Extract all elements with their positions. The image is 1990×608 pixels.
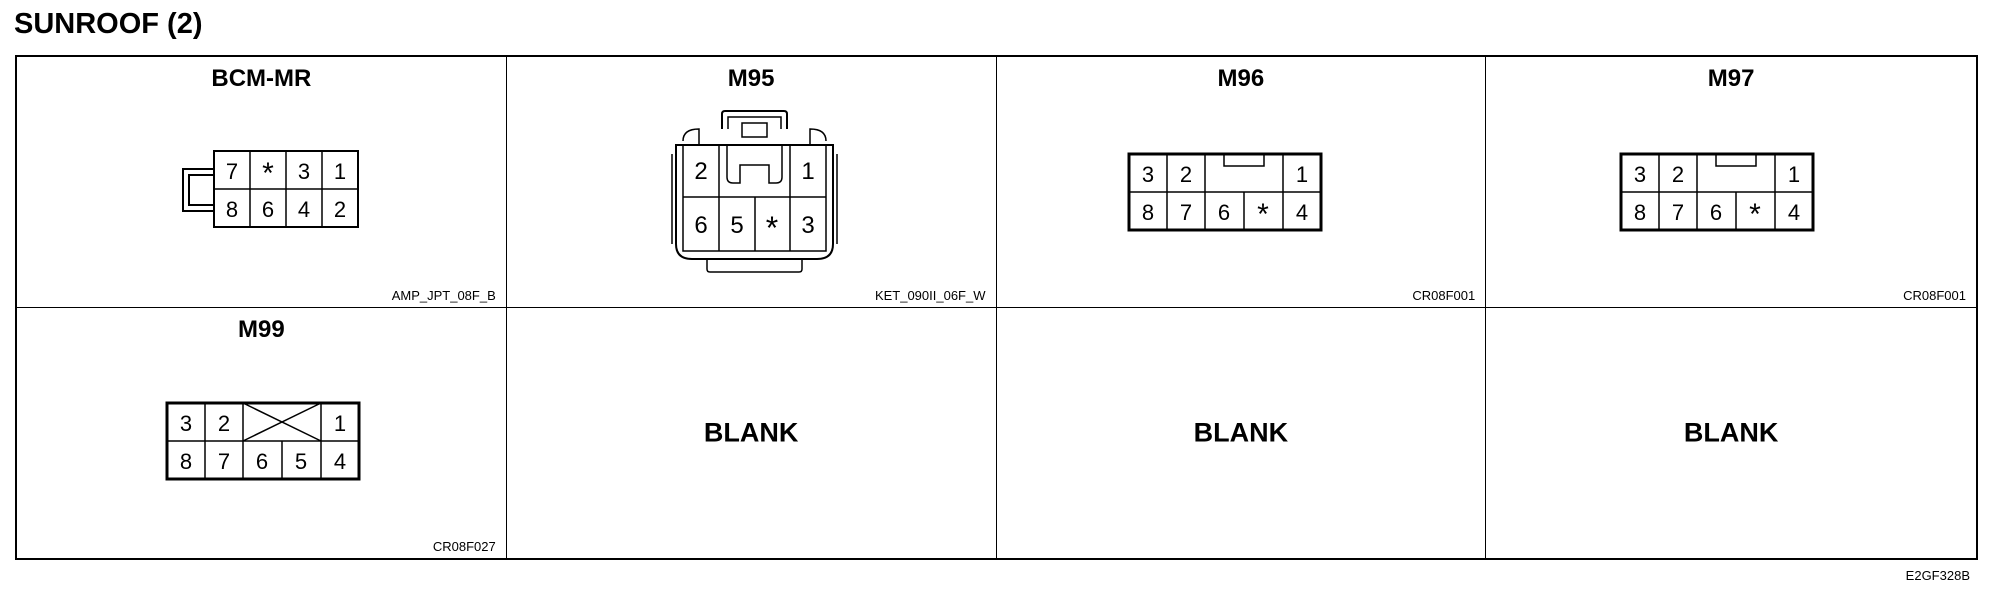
blank-cell: BLANK [997, 307, 1487, 558]
pin-label: 2 [1179, 162, 1191, 187]
connector-name: M96 [1217, 65, 1265, 92]
connector-diagram-m96: 3 2 1 8 7 6 * 4 [1127, 152, 1322, 232]
pin-label: 7 [1179, 200, 1191, 225]
pin-label: 7 [226, 159, 238, 184]
pin-label: 5 [730, 212, 743, 239]
connector-diagram-m97: 3 2 1 8 7 6 * 4 [1619, 152, 1815, 232]
connector-name: M95 [727, 65, 775, 92]
connector-cell-bcm-mr: BCM-MR 7 * 3 1 8 6 4 2 AMP_JPT_08F_B [17, 57, 507, 308]
pin-label: 8 [180, 449, 192, 474]
connector-code: CR08F001 [1903, 287, 1966, 303]
pin-label: 6 [1217, 200, 1229, 225]
pin-label: 3 [1634, 162, 1646, 187]
connector-diagram-m95: 2 1 6 5 * 3 [671, 110, 838, 273]
pin-label: 2 [1672, 162, 1684, 187]
pin-label: 1 [801, 158, 814, 185]
connector-cell-m95: M95 2 1 6 5 * [506, 57, 997, 308]
pin-label: 1 [334, 411, 346, 436]
connector-code: CR08F001 [1412, 287, 1476, 303]
pin-label: 6 [1710, 200, 1722, 225]
pin-label: 2 [334, 197, 346, 222]
pin-label: 6 [262, 197, 274, 222]
pin-label: 4 [1788, 200, 1800, 225]
blank-label: BLANK [1193, 417, 1289, 448]
connector-diagram-bcm-mr: 7 * 3 1 8 6 4 2 [182, 150, 359, 228]
connector-code: AMP_JPT_08F_B [391, 287, 496, 303]
pin-label: 2 [694, 158, 707, 185]
connector-cell-m99: M99 3 2 1 8 7 6 5 4 CR08F027 [17, 307, 507, 558]
pin-label: 4 [298, 197, 310, 222]
pin-label: 7 [1672, 200, 1684, 225]
pin-label: 3 [801, 212, 814, 239]
blank-cell: BLANK [1486, 308, 1976, 559]
pin-label: 2 [218, 411, 230, 436]
connector-name: BCM-MR [211, 65, 312, 92]
pin-label: 4 [1295, 200, 1307, 225]
connector-cell-m97: M97 3 2 1 8 7 6 * 4 CR08F001 [1486, 57, 1976, 308]
pin-label: * [766, 210, 778, 246]
connector-diagram-m99: 3 2 1 8 7 6 5 4 [165, 401, 361, 480]
pin-label: 3 [298, 159, 310, 184]
pin-label: 7 [218, 449, 230, 474]
pin-label: 1 [1788, 162, 1800, 187]
pin-label: 1 [334, 159, 346, 184]
pin-label: * [1749, 198, 1761, 231]
blank-label: BLANK [703, 417, 799, 448]
connector-code: KET_090II_06F_W [874, 287, 986, 303]
connector-grid: BCM-MR 7 * 3 1 8 6 4 2 AMP_JPT_08F_B M95 [15, 55, 1978, 560]
pin-label: 8 [226, 197, 238, 222]
page-title: SUNROOF (2) [14, 8, 203, 40]
connector-name: M99 [238, 315, 285, 343]
pin-label: * [262, 157, 274, 190]
connector-code: CR08F027 [432, 539, 496, 554]
pin-label: 5 [295, 449, 307, 474]
connector-cell-m96: M96 3 2 1 8 7 6 * 4 CR08F001 [996, 57, 1487, 308]
pin-label: 4 [334, 449, 346, 474]
figure-code: E2GF328B [1905, 568, 1970, 583]
blank-cell: BLANK [507, 307, 997, 558]
pin-label: 3 [180, 411, 192, 436]
blank-label: BLANK [1683, 417, 1779, 448]
pin-label: 8 [1141, 200, 1153, 225]
pin-label: 6 [694, 212, 707, 239]
pin-label: 8 [1634, 200, 1646, 225]
pin-label: 1 [1295, 162, 1307, 187]
pin-label: 6 [256, 449, 268, 474]
pin-label: 3 [1141, 162, 1153, 187]
pin-label: * [1257, 198, 1269, 231]
connector-name: M97 [1707, 65, 1755, 92]
